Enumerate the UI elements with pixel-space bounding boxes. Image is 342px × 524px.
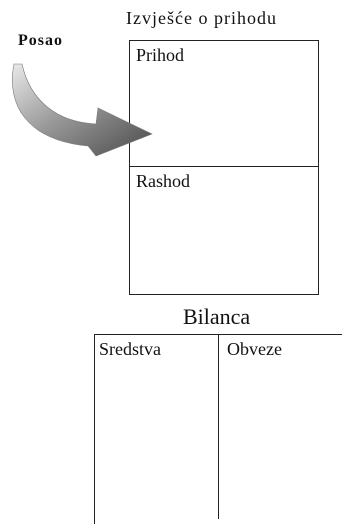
expense-section-box: Rashod xyxy=(129,166,319,295)
expense-section-label: Rashod xyxy=(136,171,190,191)
income-section-label: Prihod xyxy=(136,45,185,65)
assets-label: Sredstva xyxy=(99,339,161,359)
curved-arrow-icon xyxy=(12,63,153,157)
job-label: Posao xyxy=(18,32,63,49)
liabilities-label: Obveze xyxy=(227,339,282,359)
curved-arrow-body xyxy=(12,63,153,157)
income-statement-title: Izvješće o prihodu xyxy=(126,8,277,28)
balance-sheet-title: Bilanca xyxy=(183,304,251,329)
income-section-box: Prihod xyxy=(129,40,319,167)
balance-sheet-divider xyxy=(218,334,219,519)
